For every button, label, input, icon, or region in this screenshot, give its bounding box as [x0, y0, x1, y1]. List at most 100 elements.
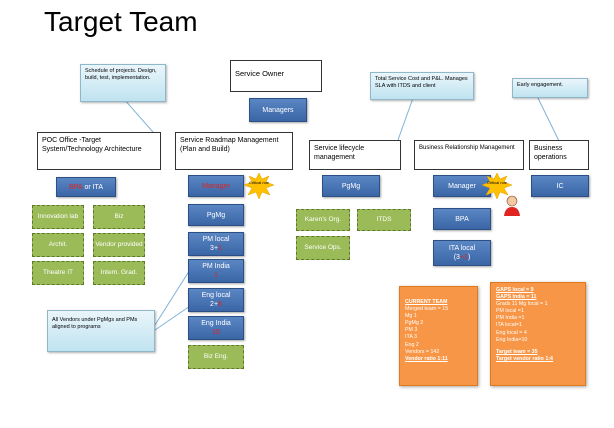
brm-header: Business Relationship Management: [414, 140, 524, 170]
roadmap-pgmg-box: PgMg: [188, 204, 244, 226]
bpa-label: BPA: [69, 183, 83, 191]
eng-india-red: 10: [212, 329, 220, 336]
green-service-ops-text: Service Ops.: [304, 244, 342, 251]
target-vendor-ratio: Target vendor ratio 1:4: [496, 355, 554, 362]
roadmap-pgmg-label: PgMg: [206, 211, 226, 219]
green-intern-grad-text: Intern. Grad.: [100, 269, 138, 276]
poc-office-header-text: POC Office -Target System/Technology Arc…: [42, 137, 142, 153]
eng-local-box: Eng local 2+6: [188, 288, 244, 312]
gaps-india: GAPS India = 11: [496, 294, 537, 301]
service-owner-label: Service Owner: [235, 69, 285, 78]
managers-label: Managers: [262, 106, 294, 114]
green-archit: Archit.: [32, 233, 84, 257]
green-innovation-lab-text: Innovation lab: [37, 213, 79, 220]
current-team-line: ITA 3: [405, 334, 417, 341]
current-team-line: PM 3: [405, 327, 418, 334]
ita-local-box: ITA local (3+1): [433, 240, 491, 266]
ita-local-label: ITA local: [448, 245, 476, 252]
green-theatre-it-text: Theatre IT: [43, 269, 73, 276]
green-innovation-lab: Innovation lab: [32, 205, 84, 229]
person-avatar-icon: [504, 195, 520, 216]
current-team-line: Eng 2: [405, 341, 419, 348]
callout-total-cost: Total Service Cost and P&L. Manages SLA …: [370, 72, 474, 100]
managers-box: Managers: [249, 98, 307, 122]
roadmap-manager-box: Manager: [188, 175, 244, 197]
eng-local-num: 2+: [210, 301, 219, 308]
poc-office-header: POC Office -Target System/Technology Arc…: [37, 132, 161, 170]
critical-role-burst-icon: [244, 173, 274, 199]
lifecycle-pgmg-label: PgMg: [341, 182, 361, 190]
current-team-line: Mg 1: [405, 313, 417, 320]
page-title: Target Team: [44, 6, 198, 37]
gaps-line: Grads 11 Mg local = 1: [496, 301, 548, 308]
brm-manager-box: Manager: [433, 175, 491, 197]
pm-india-label: PM India: [202, 263, 230, 270]
current-team-line: Vendors = 142: [405, 348, 440, 355]
callout-vendors-text: All Vendors under PgMgs and PMs aligned …: [52, 317, 138, 330]
pm-india-box: PM India 1: [188, 259, 244, 283]
ita-red: +1: [459, 254, 468, 261]
lifecycle-header: Service lifecycle management: [309, 140, 401, 170]
critical-role-label-1: Critical role: [248, 180, 269, 185]
callout-vendors: All Vendors under PgMgs and PMs aligned …: [47, 310, 155, 352]
gaps-line: PM India =1: [496, 315, 525, 322]
green-karens-org-text: Karen's Org.: [304, 216, 342, 223]
callout-schedule-text: Schedule of projects. Design, build, tes…: [85, 68, 157, 81]
green-vendor-provided: Vendor provided: [93, 233, 145, 257]
callout-total-cost-text: Total Service Cost and P&L. Manages SLA …: [375, 76, 468, 89]
pm-local-num: 3+: [210, 245, 219, 252]
eng-local-label: Eng local: [201, 292, 231, 299]
brm-bpa-box: BPA: [433, 208, 491, 230]
ita-close: ): [467, 254, 471, 261]
gaps-line: PM local =1: [496, 308, 524, 315]
current-team-heading: CURRENT TEAM: [405, 299, 448, 305]
critical-role-burst-icon-2: [482, 173, 512, 199]
eng-india-label: Eng India: [201, 320, 231, 327]
green-itds: ITDS: [357, 209, 411, 231]
callout-schedule: Schedule of projects. Design, build, tes…: [80, 64, 166, 102]
green-biz-eng: Biz Eng.: [188, 345, 244, 369]
eng-india-box: Eng India 10: [188, 316, 244, 340]
ic-label: IC: [556, 182, 564, 190]
bizops-header-text: Business operations: [534, 145, 567, 161]
green-biz: Biz: [93, 205, 145, 229]
pm-local-red: 1: [218, 245, 222, 252]
eng-local-red: 6: [218, 301, 222, 308]
green-service-ops: Service Ops.: [296, 236, 350, 260]
vendor-ratio: Vendor ratio 1:11: [405, 355, 448, 362]
green-intern-grad: Intern. Grad.: [93, 261, 145, 285]
ic-box: IC: [531, 175, 589, 197]
green-archit-text: Archit.: [48, 241, 68, 248]
callout-early: Early engagement.: [512, 78, 588, 98]
lifecycle-header-text: Service lifecycle management: [314, 145, 365, 161]
brm-manager-label: Manager: [448, 182, 476, 190]
green-biz-eng-text: Biz Eng.: [203, 353, 229, 360]
gaps-line: Eng local = 4: [496, 329, 527, 336]
current-team-line: PgMg 2: [405, 320, 424, 327]
critical-role-label-2: Critical role: [486, 180, 507, 185]
roadmap-header: Service Roadmap Management (Plan and Bui…: [175, 132, 293, 170]
green-vendor-provided-text: Vendor provided: [95, 241, 143, 248]
roadmap-manager-label: Manager: [202, 182, 230, 190]
brm-header-text: Business Relationship Management: [419, 145, 515, 151]
pm-local-box: PM local 3+1: [188, 232, 244, 256]
green-theatre-it: Theatre IT: [32, 261, 84, 285]
roadmap-header-text: Service Roadmap Management (Plan and Bui…: [180, 137, 279, 153]
brm-bpa-label: BPA: [455, 215, 469, 223]
green-itds-text: ITDS: [376, 216, 392, 223]
current-team-box: CURRENT TEAM Merged team = 15 Mg 1 PgMg …: [399, 286, 478, 386]
lifecycle-pgmg-box: PgMg: [322, 175, 380, 197]
callout-early-text: Early engagement.: [517, 82, 564, 88]
green-biz-text: Biz: [114, 213, 124, 220]
target-team: Target team = 35: [496, 348, 538, 355]
ita-num-open: (3: [453, 254, 460, 261]
bizops-header: Business operations: [529, 140, 589, 170]
green-karens-org: Karen's Org.: [296, 209, 350, 231]
bpa-ita-box: BPA or ITA: [56, 177, 116, 197]
current-team-line: Merged team = 15: [405, 306, 449, 313]
gaps-line: Eng India=10: [496, 336, 528, 343]
or-ita-label: or ITA: [82, 183, 103, 191]
gaps-box: GAPS local = 9 GAPS India = 11 Grads 11 …: [490, 282, 586, 386]
pm-local-label: PM local: [202, 236, 230, 243]
gaps-local: GAPS local = 9: [496, 287, 534, 293]
